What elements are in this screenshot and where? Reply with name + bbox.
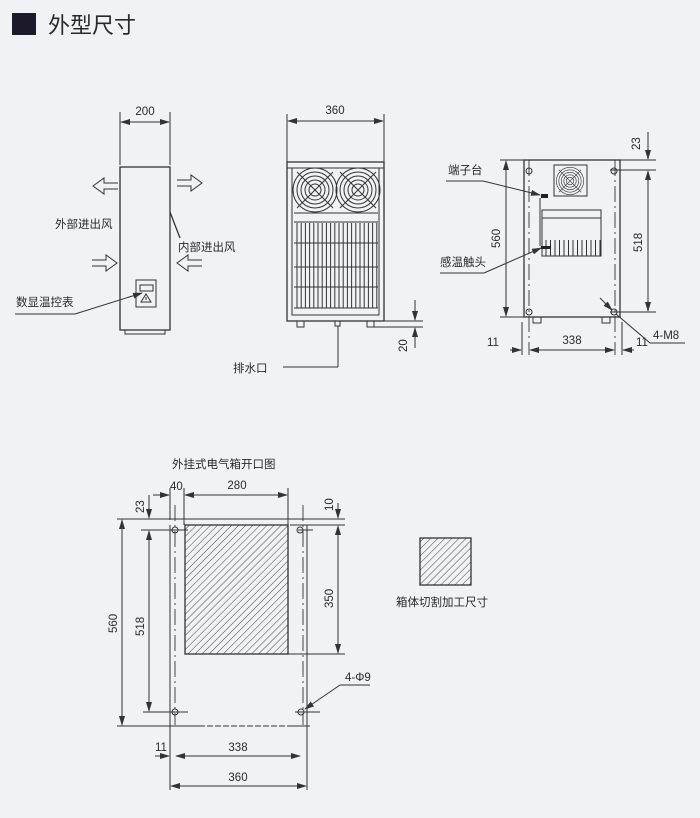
cutout-drawing: 外挂式电气箱开口图 40 280 560 [108,457,371,790]
bolt-hole [525,308,533,316]
back-height-dim: 560 [491,229,503,248]
fan-icon [292,167,338,213]
foot-height-dim: 20 [398,339,410,352]
square-bullet-icon [12,13,36,35]
cutout-edge-offset-dim: 11 [155,742,167,754]
bolt-label: 4-M8 [653,330,679,342]
cutout-title: 外挂式电气箱开口图 [172,457,276,471]
cutout-opening-width-dim: 280 [227,480,246,492]
hatch-legend: 箱体切割加工尺寸 [396,537,488,609]
side-width-dim: 200 [135,106,154,118]
cutout-hole-label: 4-Φ9 [345,672,371,684]
bolt-hole [610,167,618,175]
cutout-opening-top-dim: 10 [324,498,336,511]
thermostat-label: 数显温控表 [16,295,74,309]
drain-label: 排水口 [233,361,268,375]
cutout-total-height-dim: 560 [108,614,120,633]
bolt-hole [610,308,618,316]
back-hole-span-dim: 518 [633,233,645,252]
back-left-offset-dim: 11 [487,337,499,349]
cutout-left-offset-dim: 40 [170,481,183,493]
outflow-arrow-icon [177,174,203,192]
page-title: 外型尺寸 [48,14,136,39]
legend-label: 箱体切割加工尺寸 [396,595,488,609]
outflow-arrow-icon [92,177,118,195]
side-view: 200 外部进出风 内部进出风 数显温控表 [15,106,236,335]
warning-icon [140,293,152,303]
cutout-hole-width-dim: 338 [228,742,247,754]
cutout-opening-height-dim: 350 [324,589,336,608]
inflow-arrow-icon [176,254,202,272]
sensor-label: 感温触头 [440,255,486,269]
mount-hole [296,526,304,534]
cutout-top-offset-dim: 23 [135,500,147,513]
outer-air-label: 外部进出风 [55,217,113,231]
back-top-offset-dim: 23 [631,137,643,150]
terminal-label: 端子台 [448,163,483,177]
fan-icon [556,167,584,195]
cutout-hole-span-dim: 518 [135,617,147,636]
mount-hole [171,526,179,534]
back-view: 23 518 560 端子台 感温触头 4-M8 [440,132,685,355]
bolt-hole [525,167,533,175]
hatch-swatch [419,537,472,586]
back-hole-width-dim: 338 [562,335,581,347]
back-right-offset-dim: 11 [636,337,648,349]
fan-icon [335,167,381,213]
terminal-block [541,194,548,198]
inflow-arrow-icon [92,254,118,272]
temp-sensor [541,246,551,249]
cutout-total-width-dim: 360 [228,772,247,784]
front-width-dim: 360 [325,105,344,117]
side-unit-body [119,166,171,331]
front-view: 360 20 排水口 [233,105,423,375]
cutout-opening [184,524,289,655]
inner-air-label: 内部进出风 [178,240,236,254]
back-unit-body [523,159,621,318]
